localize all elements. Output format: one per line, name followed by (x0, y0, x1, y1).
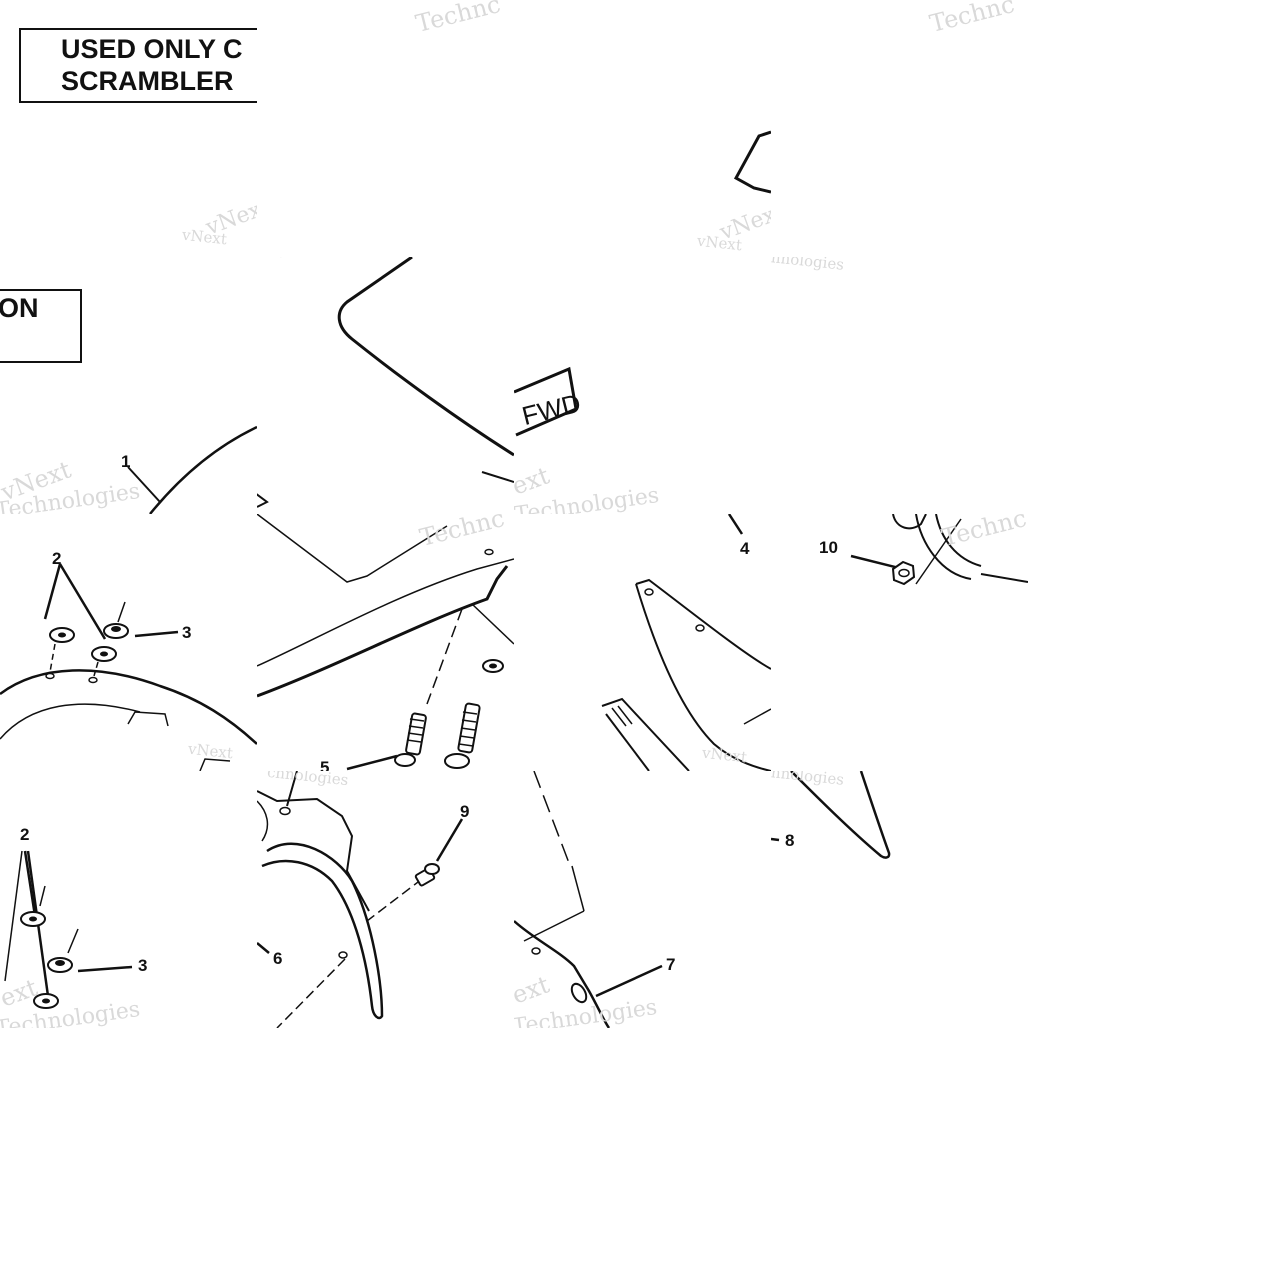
fender-center-bolts (257, 514, 514, 771)
mud-flap-lower (514, 771, 663, 1028)
watermark: Technc (926, 0, 1018, 39)
callout-1: 1 (121, 452, 131, 471)
fender-left-washers (0, 563, 257, 771)
tile-r2-c0: 2 3 vNext (0, 514, 257, 771)
callout-6: 6 (273, 949, 283, 968)
callout-10: 10 (819, 538, 838, 557)
callout-3: 3 (182, 623, 192, 642)
callout-5: 5 (320, 758, 330, 772)
tile-r2-c2: 4 vNext (514, 514, 771, 771)
tile-r0-c0: USED ONLY C SCRAMBLER vNext vNext (0, 0, 257, 257)
mud-flap-bracket (601, 514, 771, 771)
callout-9: 9 (460, 802, 470, 821)
flap-nut (850, 514, 1028, 586)
watermark: Technc (412, 0, 504, 39)
callout-3: 3 (138, 956, 148, 975)
note-line-1: USED ONLY C (61, 34, 243, 64)
tile-r3-c1: 9 6 chnologies (257, 771, 514, 1028)
note-line-2: SCRAMBLER (61, 66, 234, 96)
watermark: vNext (202, 194, 257, 241)
callout-4: 4 (740, 539, 750, 558)
tile-r1-c0: ON 1 vNext Technologies (0, 257, 257, 514)
tile-r0-c2: vNext vNext (514, 0, 771, 257)
tile-r3-c0: 2 3 ext Technologies (0, 771, 257, 1028)
tile-r0-c1: Technc (257, 0, 514, 257)
tile-r1-c1: gies (257, 257, 514, 514)
tile-r2-c1: 5 Technc (257, 514, 514, 771)
fender-side-panel (257, 771, 464, 1028)
watermark: hnologies (771, 257, 845, 274)
tile-r3-c3: 8 hnologies (771, 771, 1028, 1028)
tile-r0-c3: Technc (771, 0, 1028, 257)
note-box-left: USED ONLY C SCRAMBLER (19, 28, 257, 103)
corner-bracket-edge (733, 130, 771, 194)
note-line-3: ON (0, 293, 39, 323)
note-box-right: ON (0, 289, 82, 363)
callout-8: 8 (785, 831, 795, 850)
mud-flap-tip (771, 771, 891, 859)
callout-7: 7 (666, 955, 676, 974)
tile-r2-c3: 10 Technc (771, 514, 1028, 771)
fender-rear-washers (4, 850, 133, 1009)
tile-r3-c2: 7 ext Technologies (514, 771, 771, 1028)
tile-r1-c2: FWD ext Technologies (514, 257, 771, 514)
fwd-arrow-plate (514, 366, 578, 437)
fender-outline-front (257, 257, 514, 508)
tile-r1-c3: hnologies (771, 257, 1028, 514)
fender-outline-top (127, 425, 257, 514)
callout-2: 2 (52, 549, 62, 568)
callout-2: 2 (20, 825, 30, 844)
